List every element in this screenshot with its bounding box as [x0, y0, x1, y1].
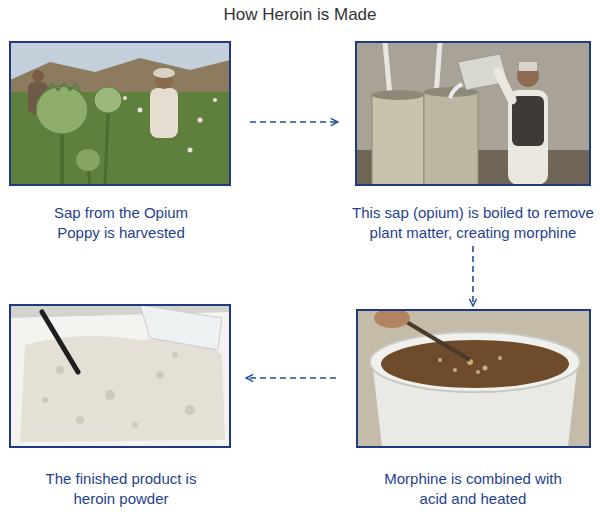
pod: [36, 86, 88, 134]
liquid: [381, 340, 569, 388]
farmer-head: [32, 70, 44, 82]
hand: [374, 310, 410, 328]
stem: [105, 112, 108, 185]
barrel: [372, 95, 424, 185]
photo-frame: [10, 42, 230, 185]
pod: [76, 149, 100, 171]
photo-frame: [10, 305, 230, 447]
photo-frames: [10, 42, 590, 447]
worker-figure: [498, 62, 548, 185]
ground: [357, 310, 590, 447]
poppy-pods: [36, 83, 122, 185]
farmer-figure: [150, 68, 178, 138]
photo-frame: [357, 310, 590, 447]
boiling-photo: [356, 42, 590, 185]
dashed-arrow: [250, 121, 338, 123]
barrel: [424, 92, 478, 185]
mixing-photo: [357, 310, 590, 447]
wall: [356, 42, 590, 185]
step-caption: Morphine is combined with acid and heate…: [378, 469, 568, 508]
ground: [10, 305, 230, 447]
plastic-bottle: [140, 305, 222, 350]
pod-crown: [46, 83, 80, 92]
turban: [153, 68, 175, 78]
water-stream: [450, 84, 462, 98]
stick: [42, 312, 78, 372]
photo-step: The finished product is heroin powder: [8, 303, 234, 508]
barrel-rim: [372, 90, 424, 100]
poppy-field-photo: [10, 42, 230, 185]
pod: [94, 87, 122, 113]
step-caption: Sap from the Opium Poppy is harvested: [39, 203, 204, 242]
worker-cap: [519, 62, 537, 71]
step-caption: The finished product is heroin powder: [31, 469, 211, 508]
stem: [60, 130, 64, 185]
dashed-arrow: [246, 377, 336, 379]
powder-texture: [42, 352, 195, 428]
photo-frame: [356, 42, 590, 185]
diagram-title: How Heroin is Made: [0, 5, 600, 25]
worker-shirt: [508, 90, 548, 185]
photo-step: This sap (opium) is boiled to remove pla…: [350, 40, 596, 242]
step-caption: This sap (opium) is boiled to remove pla…: [351, 203, 595, 242]
powder-photo: [10, 305, 230, 447]
worker-vest: [512, 96, 544, 146]
dashed-arrow: [472, 246, 474, 306]
photo-step: Sap from the Opium Poppy is harvested: [8, 40, 234, 242]
tub-rim: [370, 332, 580, 392]
powder: [20, 336, 225, 442]
photo-step: Morphine is combined with acid and heate…: [352, 308, 594, 508]
worker-arm: [498, 72, 512, 100]
farmer-body: [150, 88, 178, 138]
sky: [10, 42, 230, 185]
